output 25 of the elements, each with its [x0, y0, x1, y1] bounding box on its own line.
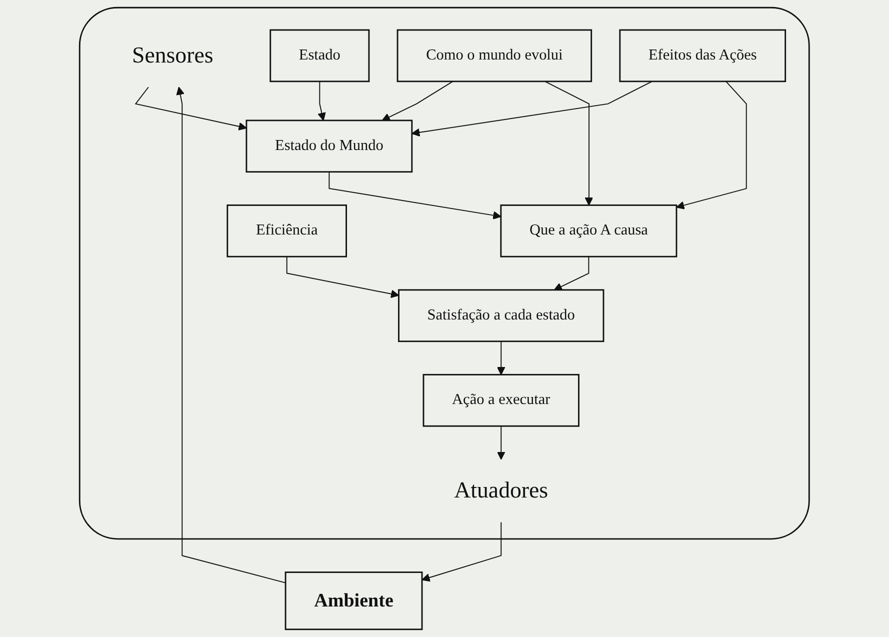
arrow — [328, 171, 502, 220]
node-box: Satisfação a cada estado — [398, 289, 604, 342]
arrow — [134, 86, 247, 131]
node-box: Estado do Mundo — [246, 120, 413, 173]
arrow — [676, 80, 747, 210]
node-box: Estado — [270, 29, 370, 82]
node-box: Ambiente — [284, 572, 423, 630]
arrow — [412, 80, 653, 137]
node-box: Efeitos das Ações — [619, 29, 786, 82]
arrow — [497, 340, 506, 376]
arrow — [286, 256, 400, 298]
arrow — [318, 80, 326, 121]
node-box: Que a ação A causa — [500, 204, 678, 258]
arrow — [554, 256, 590, 290]
arrow — [176, 86, 286, 584]
node-box: Eficiência — [226, 204, 348, 258]
cluster — [79, 6, 810, 540]
node-box: Como o mundo evolui — [396, 29, 592, 82]
arrow — [497, 426, 506, 460]
arrow — [422, 522, 502, 582]
node-text: Atuadores — [454, 478, 548, 504]
node-box: Ação a executar — [422, 374, 580, 427]
node-text: Sensores — [132, 43, 214, 68]
arrow — [544, 80, 594, 206]
arrow — [382, 80, 454, 121]
